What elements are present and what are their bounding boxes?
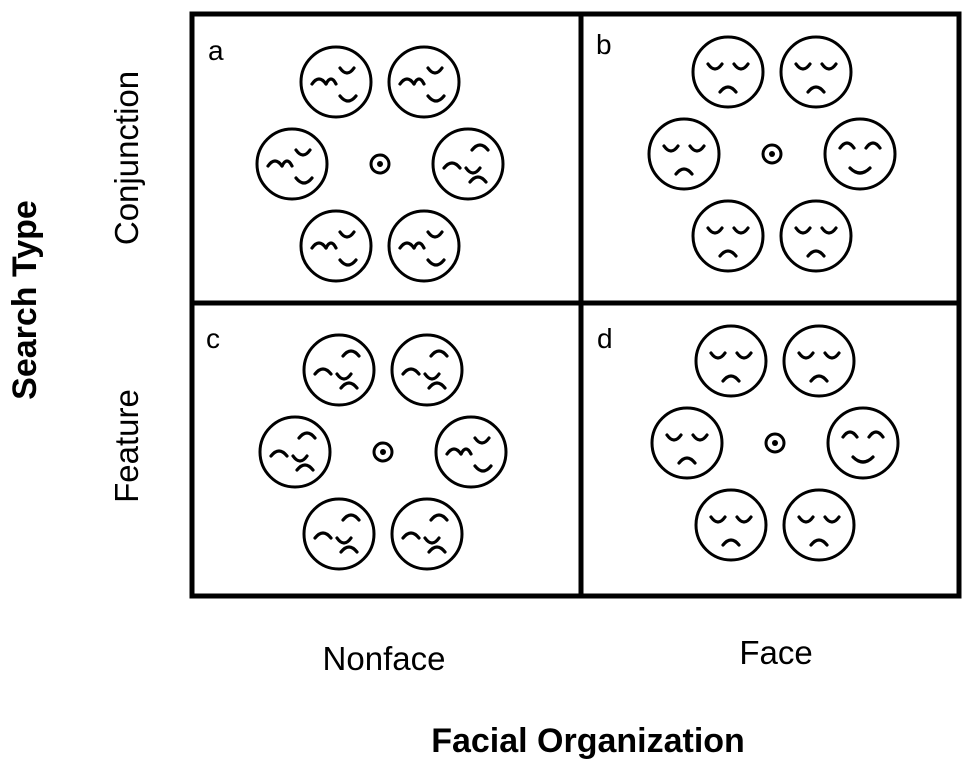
- faces-layer: [255, 35, 900, 571]
- fixation-point-d: [764, 432, 786, 454]
- panel-letter-d: d: [597, 323, 613, 354]
- face-icon-b-1: [691, 35, 765, 109]
- face-icon-a-3: [255, 127, 329, 201]
- face-icon-b-5: [691, 199, 765, 273]
- face-icon-c-6: [390, 497, 464, 571]
- panel-letter-a: a: [208, 35, 224, 66]
- face-icon-c-1: [302, 333, 376, 407]
- face-icon-a-5: [299, 209, 373, 283]
- face-icon-a-6: [387, 209, 461, 283]
- face-icon-c-5: [302, 497, 376, 571]
- face-icon-d-1: [694, 324, 768, 398]
- column-label-nonface: Nonface: [323, 640, 446, 677]
- face-icon-b-4: [823, 117, 897, 191]
- x-axis-title: Facial Organization: [431, 722, 745, 760]
- face-icon-a-2: [387, 45, 461, 119]
- face-icon-b-3: [647, 117, 721, 191]
- face-icon-a-4: [431, 127, 505, 201]
- fixation-point-c: [372, 441, 394, 463]
- face-icon-c-4: [434, 415, 508, 489]
- face-icon-b-6: [779, 199, 853, 273]
- face-icon-b-2: [779, 35, 853, 109]
- y-axis-title: Search Type: [6, 200, 44, 400]
- face-icon-d-5: [694, 488, 768, 562]
- panel-letter-b: b: [596, 29, 612, 60]
- face-icon-c-3: [258, 415, 332, 489]
- face-icon-d-2: [782, 324, 856, 398]
- face-icon-d-4: [826, 406, 900, 480]
- row-label-conjunction: Conjunction: [108, 71, 145, 245]
- panel-letter-c: c: [206, 323, 220, 354]
- fixation-point-b: [761, 143, 783, 165]
- face-icon-d-3: [650, 406, 724, 480]
- face-icon-a-1: [299, 45, 373, 119]
- fixation-point-a: [369, 153, 391, 175]
- panel-grid: [189, 11, 962, 599]
- column-label-face: Face: [739, 634, 812, 671]
- face-icon-c-2: [390, 333, 464, 407]
- face-icon-d-6: [782, 488, 856, 562]
- row-label-feature: Feature: [108, 389, 145, 503]
